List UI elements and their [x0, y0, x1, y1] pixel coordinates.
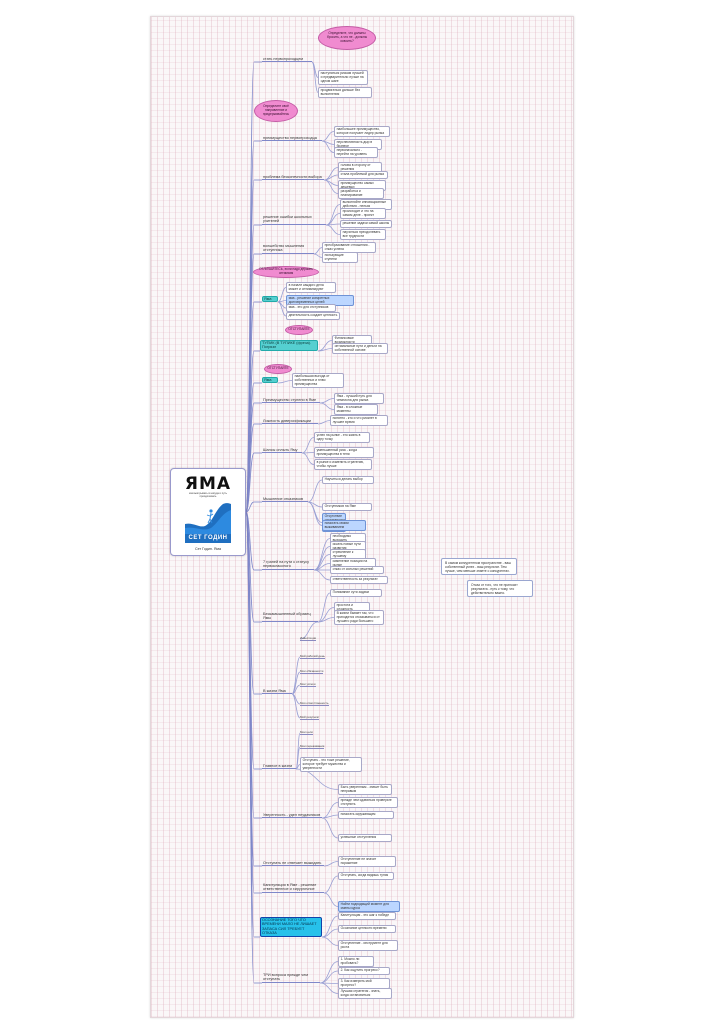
- sub-topic[interactable]: Отступников на Яме: [322, 503, 372, 511]
- sub-topic[interactable]: В жизни бывает так, что приходится отказ…: [334, 610, 384, 626]
- sub-topic[interactable]: наибольшая выгода от собственных и плюс …: [292, 373, 344, 389]
- leaf-topic[interactable]: Мои переживания: [300, 744, 325, 750]
- sub-topic[interactable]: Научиться делать выбор: [322, 476, 374, 484]
- branch-topic[interactable]: Главное в жизни: [262, 764, 296, 770]
- leaf-topic[interactable]: Мой рабочий день: [300, 654, 325, 660]
- sub-topic[interactable]: деятельность создает ценность: [286, 312, 340, 320]
- leaf-topic[interactable]: Инвестиции: [300, 636, 317, 642]
- floating-note[interactable]: Отказ от того, что не приносит результат…: [467, 580, 533, 597]
- sub-topic[interactable]: Найти подходящий момент для смены курса: [338, 901, 400, 913]
- sub-topic[interactable]: пользующие ступени: [322, 252, 358, 264]
- book-title: ЯМА: [184, 474, 232, 494]
- sub-topic[interactable]: помогать окружающим: [338, 811, 394, 819]
- sub-topic[interactable]: наибольшее преимущество, которое получае…: [334, 126, 390, 138]
- leaf-topic[interactable]: Мои успехи: [300, 682, 316, 688]
- branch-topic[interactable]: проблема бесконечности выбора: [262, 175, 324, 181]
- sub-topic[interactable]: Осознание ценности времени: [338, 925, 396, 933]
- sub-topic[interactable]: оптимальные пути и деньги на собственной…: [332, 343, 388, 355]
- sub-topic[interactable]: Отступление не значит поражение: [338, 856, 396, 868]
- sub-topic[interactable]: Быть уверенным - значит быть неправым: [338, 784, 392, 796]
- sub-topic[interactable]: Яма - лучший путь для чемпиона для рынка: [334, 393, 384, 405]
- central-caption: Сет Годин. Яма: [195, 547, 221, 551]
- sub-topic[interactable]: в рынке и изменить стратегию, чтобы лучш…: [314, 459, 372, 471]
- branch-topic[interactable]: Отступать не отвечает выжидать: [262, 861, 324, 867]
- branch-topic[interactable]: решение ошибки школьных учителей: [262, 215, 326, 225]
- sub-topic[interactable]: Капитуляция - это шаг к победе: [338, 912, 396, 920]
- branch-topic[interactable]: Яма: [262, 377, 278, 384]
- callout-bubble: ОТСТУПАЙТЕ: [264, 364, 292, 374]
- branch-topic[interactable]: В жизни Яма: [262, 689, 292, 695]
- sub-topic[interactable]: Лучшая стратегия - знать, когда останови…: [338, 988, 392, 1000]
- sub-topic[interactable]: Яма - в сложные моменты: [334, 404, 378, 416]
- book-author: СЕТ ГОДИН: [185, 534, 231, 543]
- sub-topic[interactable]: Отступать - это тоже решение, которое тр…: [300, 757, 362, 773]
- sub-topic[interactable]: наступаться рискам лучшей и предваритель…: [318, 70, 368, 86]
- sub-topic[interactable]: уменьшенный риск - когда преимущества в …: [314, 447, 374, 459]
- leaf-topic[interactable]: Мой результат: [300, 715, 320, 721]
- book-cover-image: ЯМА как выигрывать в никуда и путь преод…: [180, 472, 236, 544]
- branch-topic[interactable]: преимущество первопроходца: [262, 136, 322, 142]
- sub-topic[interactable]: успешные отступления: [338, 834, 392, 842]
- sub-topic[interactable]: в начале каждого дела может и оптимизиру…: [286, 282, 336, 294]
- sub-topic[interactable]: продвигаться дальше без выполнения: [318, 87, 372, 99]
- sub-topic[interactable]: Понимание сути задачи: [330, 589, 382, 597]
- branch-topic[interactable]: Ложность диверсификации: [262, 419, 318, 425]
- branch-topic[interactable]: ТУПИК (В ТУПИКЕ (фреза). Погрязл: [260, 340, 318, 351]
- leaf-topic[interactable]: Моя ответственность: [300, 701, 329, 707]
- book-subtitle: как выигрывать в никуда и путь преодолев…: [189, 492, 227, 498]
- callout-bubble: Определите, что должны бросить, а что не…: [318, 26, 376, 50]
- sub-topic[interactable]: происходит и что на самом деле - проект: [340, 208, 386, 220]
- sub-topic[interactable]: отказ от сильных решений: [330, 566, 384, 574]
- sub-topic[interactable]: разработка и планирование: [338, 188, 384, 200]
- callout-bubble: Определите своё направление и придержива…: [254, 100, 298, 122]
- branch-topic[interactable]: стать первопроходцем: [262, 57, 312, 63]
- sub-topic[interactable]: помогать своим выживанием: [322, 520, 366, 532]
- sub-topic[interactable]: Отступать, когда видишь тупик: [338, 872, 394, 880]
- branch-topic[interactable]: Бескамышленный образец Ямы: [262, 612, 318, 622]
- floating-note[interactable]: В самом конкурентном пространстве - ваш …: [441, 558, 517, 575]
- central-topic[interactable]: ЯМА как выигрывать в никуда и путь преод…: [170, 468, 246, 556]
- wave-figure-icon: [185, 503, 231, 534]
- sub-topic[interactable]: ответственность за результат: [330, 576, 388, 584]
- sub-topic[interactable]: 1. Можно ли пробовать?: [338, 956, 374, 968]
- sub-topic[interactable]: 2. Как ощутить прогресс?: [338, 967, 390, 975]
- sub-topic[interactable]: успех на рынке - это жизнь в одну точку: [314, 432, 370, 444]
- sub-topic[interactable]: понятно - кто и что рискнет в лучшее вре…: [330, 415, 388, 427]
- branch-topic[interactable]: 7 граней на пути к статусу первоклассног…: [262, 560, 314, 570]
- sub-topic[interactable]: научиться преодолевать все трудности: [340, 229, 386, 241]
- branch-topic[interactable]: ОСОЗНАНИЕ ТОГО ЧТО ВРЕМЕНИ МАЛО НЕ ЛИШАЕ…: [260, 917, 322, 937]
- callout-bubble: ОТСТУПАЙТЕ: [285, 325, 313, 335]
- branch-topic[interactable]: Яма: [262, 296, 278, 303]
- branch-topic[interactable]: Капитуляция в Яме - решение ответственно…: [262, 883, 324, 893]
- branch-topic[interactable]: ТРИ вопроса прежде чем отступать: [262, 973, 320, 983]
- branch-topic[interactable]: Преимущество ступени в Яме: [262, 398, 320, 404]
- callout-bubble: ОТЛИЧАЙТЕСЬ, если надо держать оптимизм: [253, 266, 319, 278]
- sub-topic[interactable]: стала проблемой для рынка: [338, 171, 388, 179]
- sub-topic[interactable]: яма - это для отступников: [286, 304, 336, 312]
- branch-topic[interactable]: Шансы оплыть Яму: [262, 448, 302, 454]
- branch-topic[interactable]: Уверенность - удел неудачников: [262, 813, 322, 819]
- branch-topic[interactable]: волшебство мышления отступника: [262, 244, 314, 254]
- sub-topic[interactable]: прежде чем сдаваться проверьте отступить: [338, 797, 398, 809]
- sub-topic[interactable]: решение задачи самой школы: [340, 220, 392, 228]
- branch-topic[interactable]: Мышление отказников: [262, 497, 308, 503]
- leaf-topic[interactable]: Мои цели: [300, 730, 313, 736]
- sub-topic[interactable]: первоначально - перейти на уровень: [334, 147, 378, 159]
- leaf-topic[interactable]: Мои обязанности: [300, 669, 324, 675]
- sub-topic[interactable]: Отступление - инструмент для роста: [338, 940, 398, 952]
